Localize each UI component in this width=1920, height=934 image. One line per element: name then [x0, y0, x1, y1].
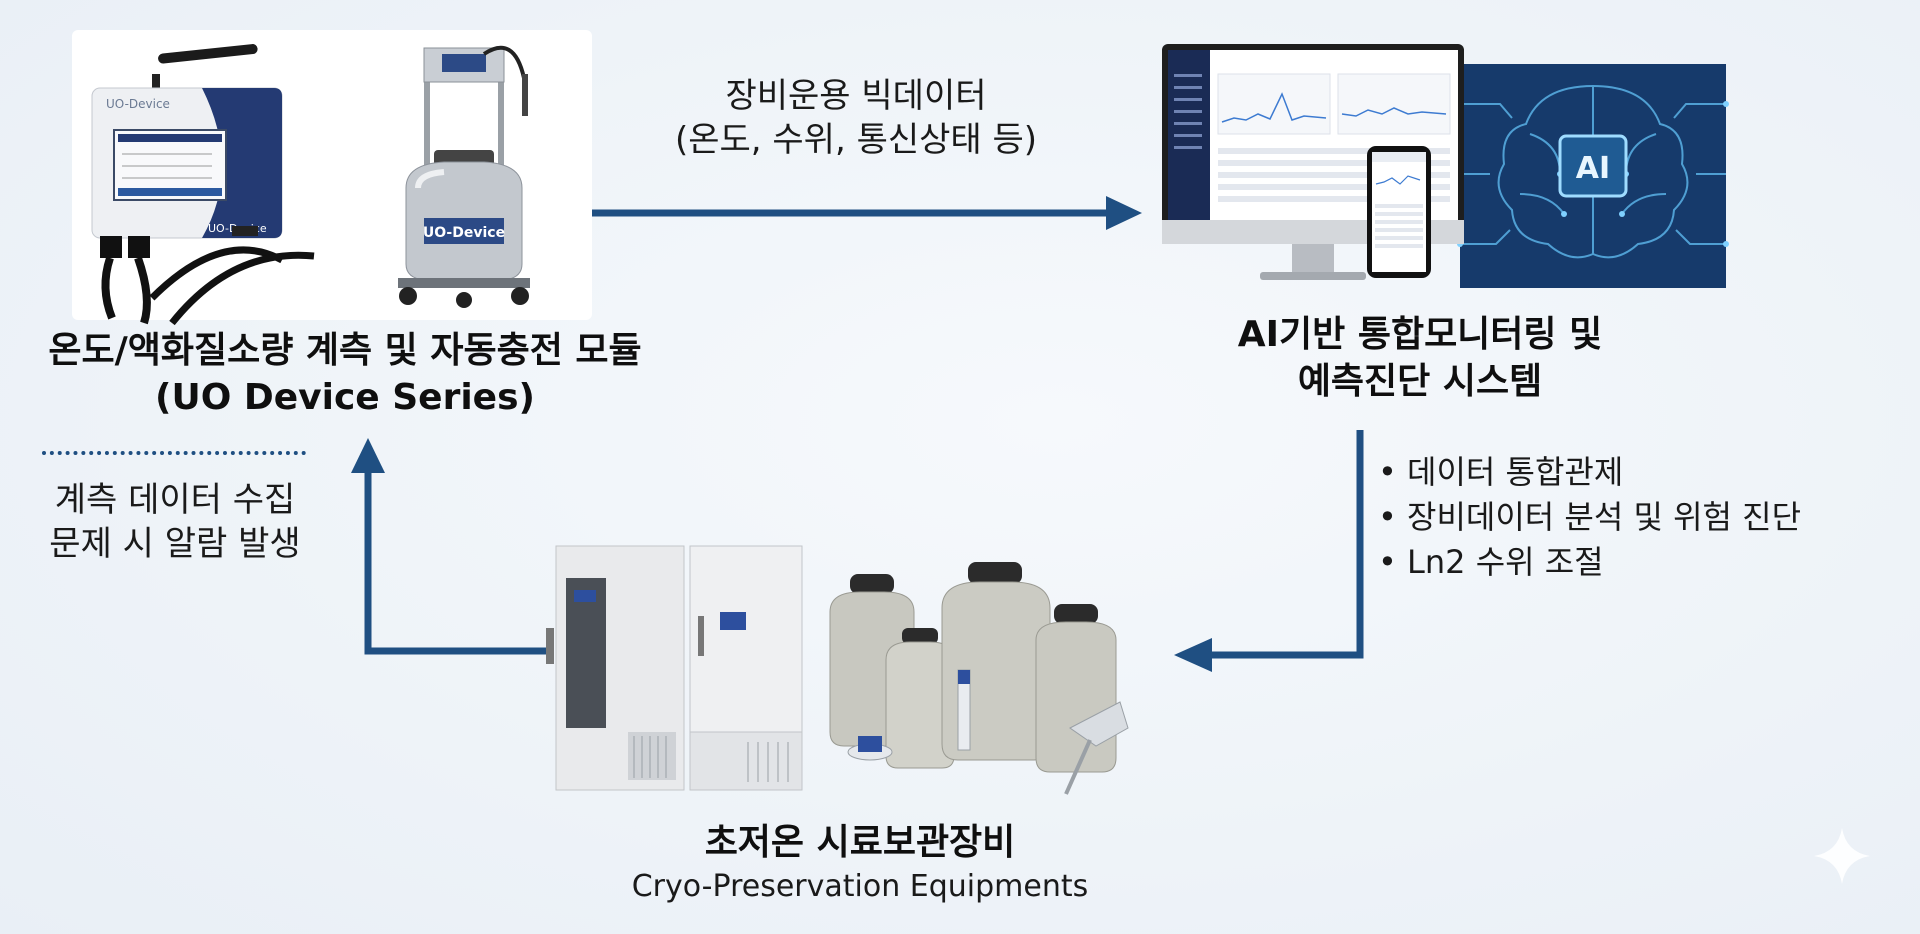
system-functions-list: 데이터 통합관제 장비데이터 분석 및 위험 진단 Ln2 수위 조절 — [1378, 450, 1801, 584]
autofill-dewar-image: UO-Device — [398, 45, 530, 308]
sparkle-icon — [1814, 828, 1870, 884]
big-data-label-line1: 장비운용 빅데이터 — [725, 76, 987, 116]
equipment-title-ko: 초저온 시료보관장비 — [704, 822, 1016, 863]
cryo-equipment-image — [546, 545, 1129, 795]
collection-note-line2: 문제 시 알람 발생 — [49, 524, 301, 565]
function-item: 장비데이터 분석 및 위험 진단 — [1378, 495, 1801, 540]
arrow-system-to-equipment — [1174, 430, 1364, 672]
system-title: AI기반 통합모니터링 및 예측진단 시스템 — [1180, 312, 1660, 406]
equipment-title: 초저온 시료보관장비 Cryo-Preservation Equipments — [560, 820, 1160, 906]
module-title-line2: (UO Device Series) — [155, 376, 535, 418]
module-title: 온도/액화질소량 계측 및 자동충전 모듈 (UO Device Series) — [0, 328, 690, 422]
big-data-label: 장비운용 빅데이터 (온도, 수위, 통신상태 등) — [636, 74, 1076, 162]
dewar-label-text: UO-Device — [423, 225, 505, 241]
ai-brain-panel: AI — [1457, 64, 1729, 288]
module-title-line1: 온도/액화질소량 계측 및 자동충전 모듈 — [48, 330, 642, 371]
ai-badge-text: AI — [1576, 151, 1610, 186]
equipment-title-en: Cryo-Preservation Equipments — [631, 868, 1089, 904]
collection-note-line1: 계측 데이터 수집 — [54, 480, 296, 520]
arrow-data-to-system — [588, 196, 1142, 230]
function-item: 데이터 통합관제 — [1378, 450, 1801, 495]
dotted-divider — [42, 451, 306, 455]
system-title-line1: AI기반 통합모니터링 및 — [1237, 314, 1603, 355]
function-item: Ln2 수위 조절 — [1378, 540, 1801, 585]
gateway-brand-text: UO-Device — [106, 97, 170, 111]
arrow-equipment-to-module — [351, 438, 548, 655]
system-title-line2: 예측진단 시스템 — [1297, 360, 1543, 402]
monitoring-dashboard-image — [1162, 44, 1464, 280]
collection-note: 계측 데이터 수집 문제 시 알람 발생 — [10, 478, 340, 566]
big-data-label-line2: (온도, 수위, 통신상태 등) — [674, 120, 1038, 161]
gateway-device-image: UO-Device UO-Device — [91, 44, 315, 326]
